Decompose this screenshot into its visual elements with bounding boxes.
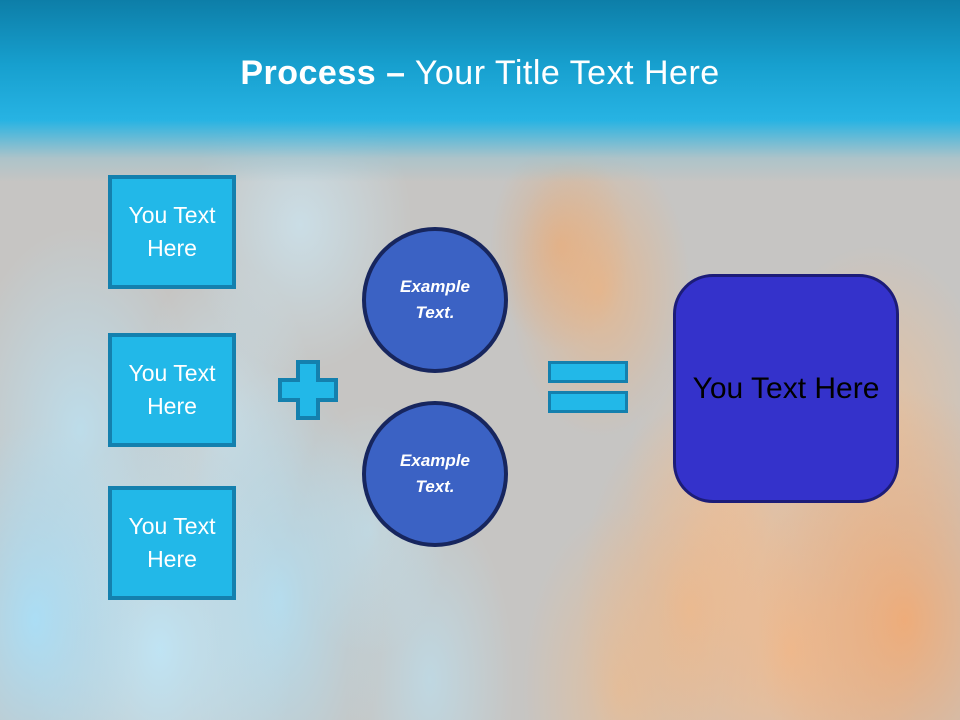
- input-box-2-label: You Text Here: [128, 360, 216, 419]
- input-box-1-label: You Text Here: [128, 202, 216, 261]
- input-box-1[interactable]: You Text Here: [108, 175, 236, 289]
- example-circle-1[interactable]: Example Text.: [362, 227, 508, 373]
- title-keyword: Process –: [240, 54, 406, 92]
- example-circle-1-label: Example Text.: [400, 277, 470, 322]
- slide-title: Process – Your Title Text Here: [0, 0, 960, 92]
- input-box-3-label: You Text Here: [128, 513, 216, 572]
- example-circle-2[interactable]: Example Text.: [362, 401, 508, 547]
- plus-icon: [276, 358, 340, 422]
- title-bar: Process – Your Title Text Here: [0, 0, 960, 190]
- input-box-3[interactable]: You Text Here: [108, 486, 236, 600]
- equals-icon-lower-bar: [548, 391, 628, 413]
- result-box[interactable]: You Text Here: [673, 274, 899, 503]
- input-box-2[interactable]: You Text Here: [108, 333, 236, 447]
- example-circle-2-label: Example Text.: [400, 451, 470, 496]
- result-box-label: You Text Here: [692, 371, 880, 405]
- title-subtitle: Your Title Text Here: [414, 54, 720, 92]
- equals-icon: [548, 361, 628, 383]
